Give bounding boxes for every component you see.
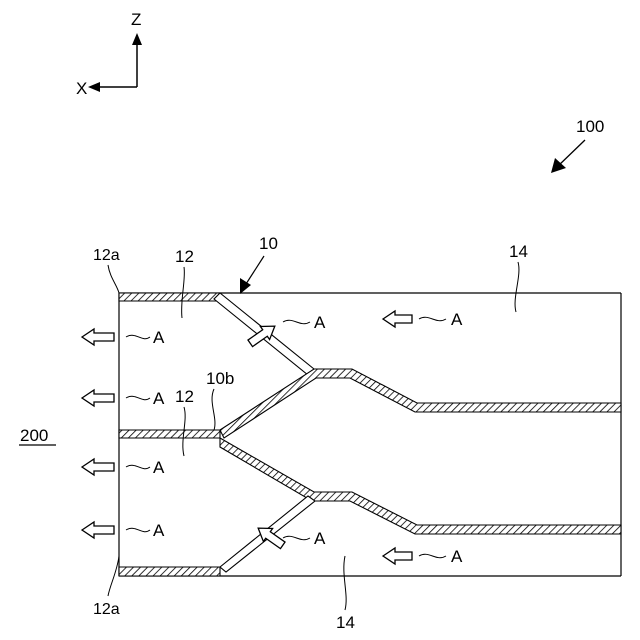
label-12-mid: 12: [175, 387, 194, 406]
flow-leader-8: [419, 554, 446, 557]
label-10: 10: [259, 234, 278, 253]
outlet-arrow-4: [82, 522, 114, 538]
leader-14-bottom: [344, 556, 346, 610]
device-label: 100: [576, 117, 604, 136]
flow-label-4: A: [153, 521, 165, 540]
top-wall: [119, 293, 220, 301]
x-axis-head: [88, 82, 100, 92]
leader-14-top: [515, 262, 519, 312]
leader-10-head: [240, 278, 251, 294]
device-leader: [557, 140, 585, 167]
z-axis-label: Z: [131, 10, 141, 29]
flow-leader-7: [283, 536, 310, 539]
axis-indicator: Z X: [76, 10, 142, 98]
flow-leader-2: [126, 396, 150, 399]
flow-label-1: A: [153, 328, 165, 347]
flow-label-2: A: [153, 389, 165, 408]
leader-12a-top: [108, 265, 119, 293]
leader-10: [246, 256, 264, 284]
flow-label-7: A: [314, 529, 326, 548]
label-12a-top: 12a: [93, 247, 120, 264]
flow-leader-5: [283, 320, 310, 323]
flow-label-8: A: [451, 547, 463, 566]
outlet-arrow-2: [82, 390, 114, 406]
outlet-arrow-1: [82, 329, 114, 345]
inflow-arrow-bottom: [383, 548, 412, 564]
flow-leader-4: [126, 528, 150, 531]
flow-leader-6: [419, 317, 446, 320]
middle-wall: [119, 430, 220, 438]
outlet-arrow-3: [82, 459, 114, 475]
leader-12a-bottom: [108, 556, 119, 596]
flow-label-3: A: [153, 458, 165, 477]
label-12-top: 12: [175, 247, 194, 266]
flow-leader-3: [126, 465, 150, 468]
x-axis-label: X: [76, 79, 87, 98]
label-14-top: 14: [509, 242, 528, 261]
flow-label-5: A: [314, 313, 326, 332]
z-axis-head: [132, 33, 142, 45]
bottom-wall: [119, 567, 220, 576]
label-12a-bottom: 12a: [93, 601, 120, 618]
label-10b: 10b: [206, 369, 234, 388]
group-label: 200: [20, 426, 48, 445]
upper-channel-wall: [220, 369, 621, 438]
leader-10b: [212, 389, 215, 430]
flow-leader-1: [126, 335, 150, 338]
flow-label-6: A: [451, 310, 463, 329]
inflow-arrow-top: [383, 311, 412, 327]
label-14-bottom: 14: [336, 613, 355, 632]
hatched-walls: [119, 293, 621, 576]
